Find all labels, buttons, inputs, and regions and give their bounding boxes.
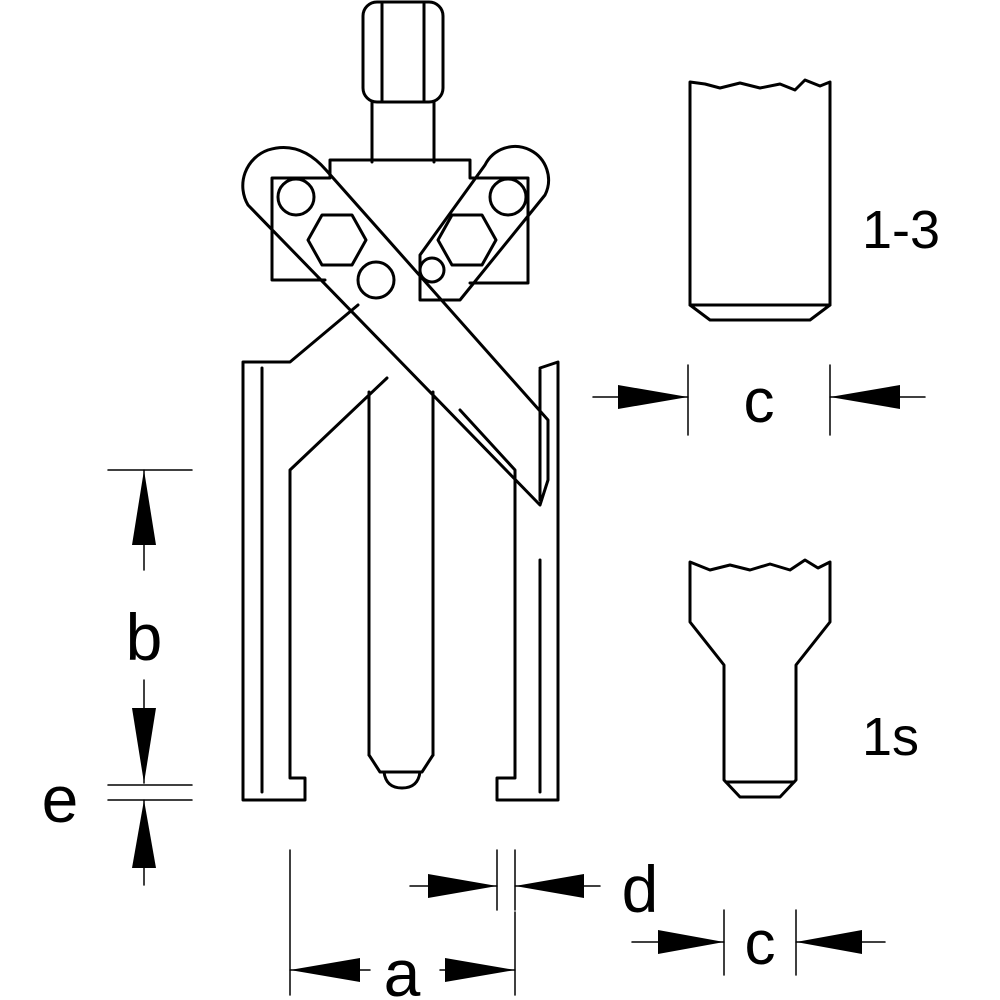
dimension-d-label: d	[622, 852, 659, 926]
puller-assembly	[241, 0, 560, 802]
dimension-b: b	[107, 469, 193, 784]
left-arm	[241, 146, 550, 507]
right-jaw	[458, 360, 560, 802]
dimension-c-bottom-label: c	[745, 909, 776, 978]
jaw-tip-variant-1s: 1s	[688, 558, 919, 799]
dimension-c-bottom: c	[631, 909, 886, 978]
right-arm	[418, 144, 551, 302]
left-jaw	[241, 303, 389, 802]
dimension-e-label: e	[42, 762, 79, 836]
dimension-a-label: a	[384, 936, 421, 1000]
dimension-e: e	[42, 762, 193, 886]
dimension-c-top-label: c	[744, 367, 775, 436]
dimension-b-label: b	[126, 600, 163, 674]
dimension-c-top: c	[592, 364, 926, 436]
jaw-tip-variant-1-3: 1-3	[688, 78, 940, 322]
spindle-hex-nut	[361, 0, 445, 104]
dimension-d: d	[409, 849, 659, 926]
variant-1-3-label: 1-3	[862, 200, 940, 260]
crossbar-body	[270, 158, 530, 285]
variant-1s-label: 1s	[862, 707, 919, 767]
dimension-a: a	[289, 849, 516, 1000]
spindle-shaft	[367, 100, 436, 790]
